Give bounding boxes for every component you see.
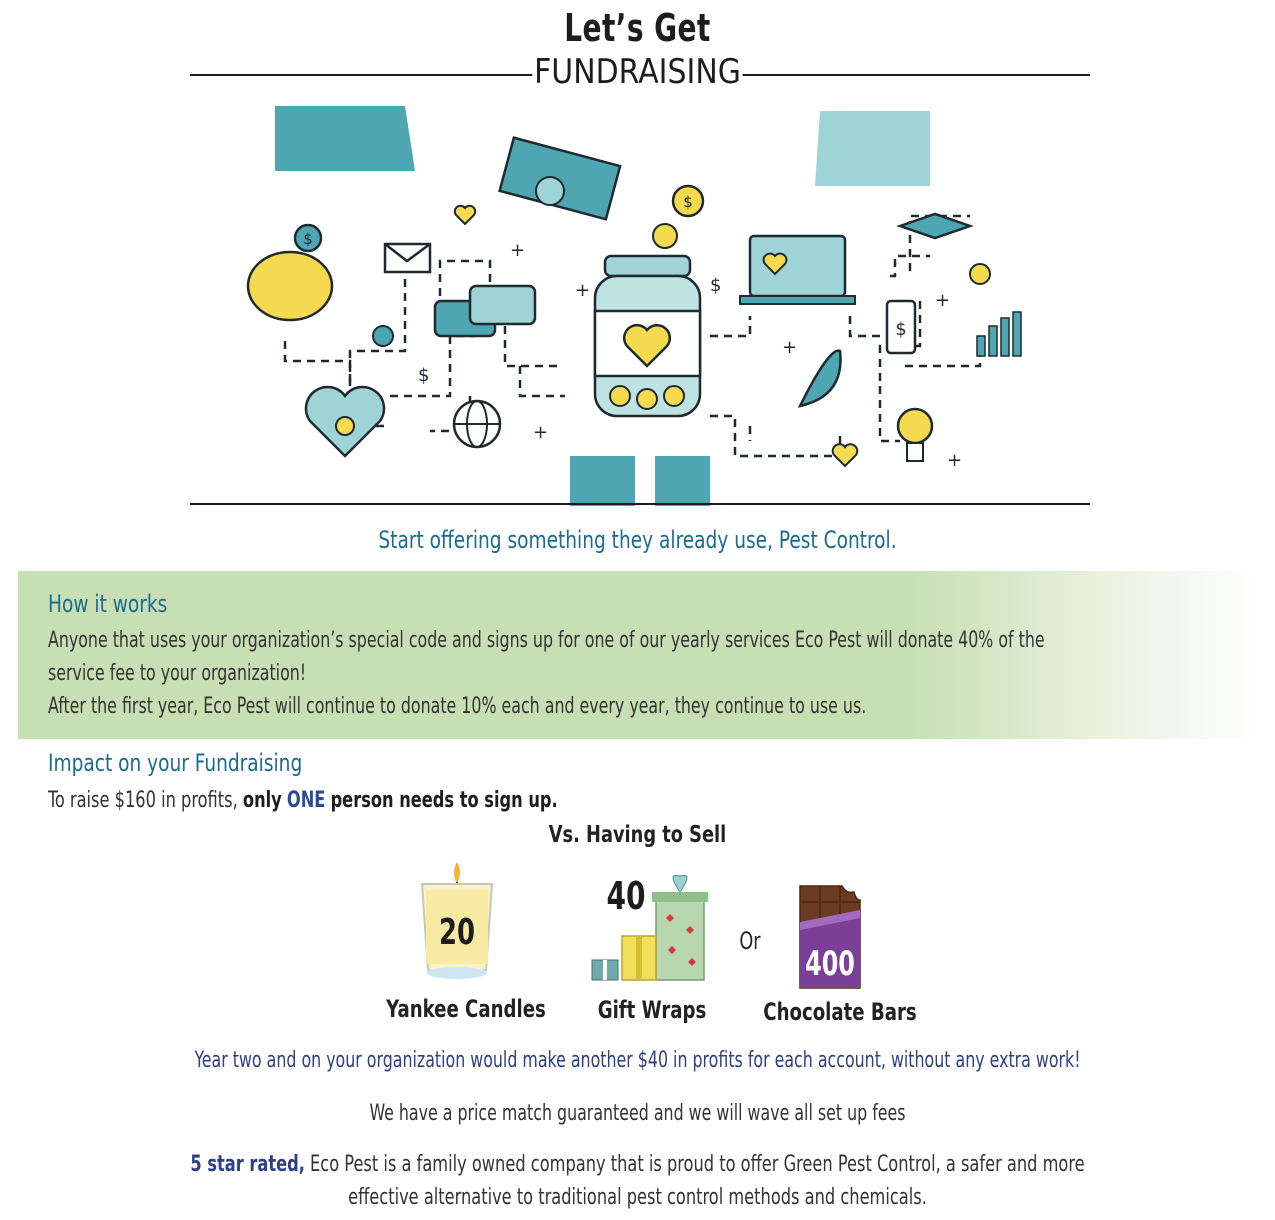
hand-giving-coin-icon: $ bbox=[671, 111, 930, 218]
impact-only: only bbox=[242, 788, 282, 813]
candle-icon bbox=[420, 862, 494, 979]
svg-text:$: $ bbox=[895, 319, 906, 340]
svg-text:+: + bbox=[935, 290, 950, 311]
leaf-icon bbox=[797, 349, 842, 408]
candle-count: 20 bbox=[438, 912, 476, 953]
how-it-works-panel bbox=[18, 571, 1258, 739]
globe-icon bbox=[452, 399, 502, 449]
piggy-bank-icon: $ bbox=[246, 223, 334, 322]
svg-text:$: $ bbox=[418, 365, 429, 386]
gift-icon bbox=[591, 874, 708, 981]
phone-icon: $ bbox=[885, 299, 917, 355]
lightbulb-icon bbox=[896, 407, 934, 462]
impact-person: person needs to sign up. bbox=[330, 788, 558, 813]
fundraising-illustration: $ $ bbox=[190, 106, 1090, 506]
header-rule-right bbox=[738, 74, 1090, 76]
impact-one: ONE bbox=[286, 788, 326, 813]
check-icon bbox=[372, 325, 394, 347]
laptop-icon bbox=[739, 234, 856, 305]
how-it-works-line-1: Anyone that uses your organization’s spe… bbox=[48, 628, 1045, 653]
company-description: 5 star rated, Eco Pest is a family owned… bbox=[164, 1148, 1111, 1214]
chocolate-label: Chocolate Bars bbox=[763, 998, 917, 1026]
five-star-rated: 5 star rated, bbox=[190, 1152, 305, 1177]
donation-jar-icon bbox=[593, 223, 702, 418]
small-heart-icon bbox=[831, 443, 859, 468]
gift-label: Gift Wraps bbox=[597, 996, 707, 1024]
header-rule-left bbox=[190, 74, 540, 76]
heart-paw-icon bbox=[304, 385, 386, 458]
holding-hands-icon bbox=[570, 456, 710, 506]
graduation-cap-icon bbox=[896, 212, 974, 240]
svg-text:+: + bbox=[533, 422, 548, 443]
impact-statement: To raise $160 in profits, only ONE perso… bbox=[48, 788, 558, 813]
svg-text:$: $ bbox=[303, 230, 313, 248]
how-it-works-line-3: After the first year, Eco Pest will cont… bbox=[48, 694, 867, 719]
price-match-note: We have a price match guaranteed and we … bbox=[369, 1101, 906, 1126]
svg-text:$: $ bbox=[710, 275, 721, 296]
company-description-text: Eco Pest is a family owned company that … bbox=[304, 1152, 1085, 1210]
hand-giving-money-icon bbox=[275, 106, 622, 221]
bar-chart-icon bbox=[976, 311, 1022, 357]
svg-text:$: $ bbox=[683, 193, 693, 211]
svg-text:+: + bbox=[510, 240, 525, 261]
small-heart-icon bbox=[453, 204, 477, 226]
svg-text:+: + bbox=[782, 337, 797, 358]
page-subtitle: FUNDRAISING bbox=[532, 52, 743, 92]
candle-label: Yankee Candles bbox=[386, 995, 546, 1023]
svg-text:+: + bbox=[947, 450, 962, 471]
tagline: Start offering something they already us… bbox=[378, 526, 897, 554]
how-it-works-heading: How it works bbox=[48, 590, 168, 618]
vs-heading: Vs. Having to Sell bbox=[548, 822, 727, 848]
chocolate-count: 400 bbox=[805, 944, 855, 984]
check-icon bbox=[969, 263, 991, 285]
or-label: Or bbox=[739, 927, 761, 955]
gift-count: 40 bbox=[606, 874, 646, 918]
svg-text:+: + bbox=[575, 280, 590, 301]
chocolate-bar-icon bbox=[799, 885, 861, 989]
year-two-note: Year two and on your organization would … bbox=[194, 1048, 1081, 1073]
chat-bubble-icon bbox=[433, 284, 537, 338]
page-title: Let’s Get bbox=[564, 6, 711, 50]
impact-heading: Impact on your Fundraising bbox=[48, 749, 303, 777]
impact-intro: To raise $160 in profits, bbox=[48, 788, 238, 813]
how-it-works-line-2: service fee to your organization! bbox=[48, 661, 307, 686]
